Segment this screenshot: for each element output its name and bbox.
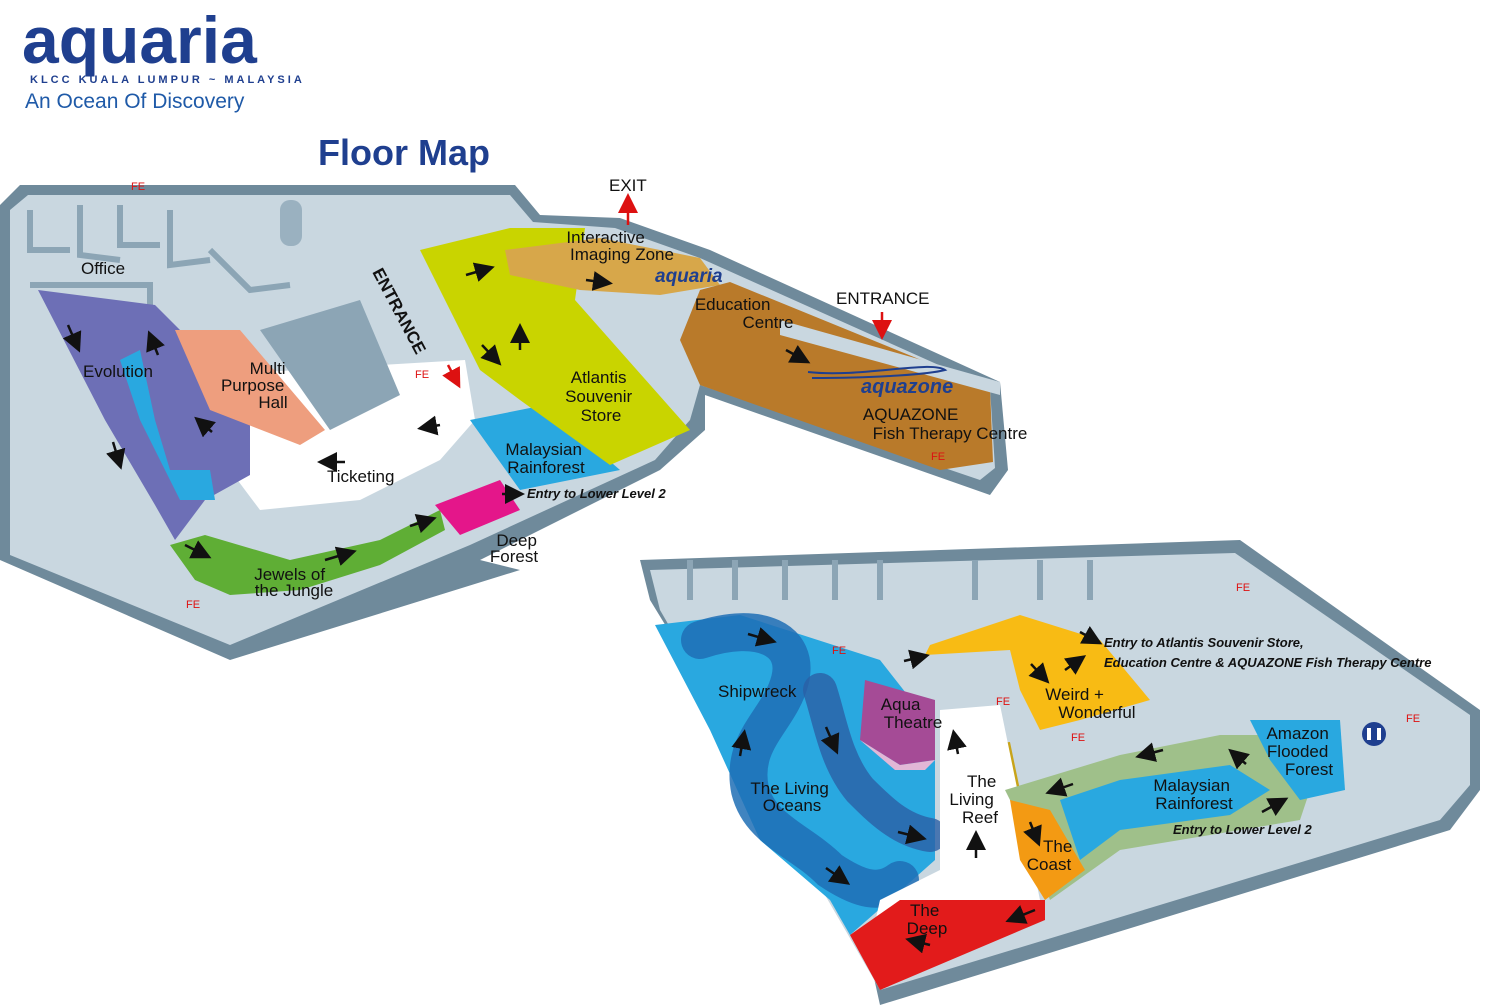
lower-corridor xyxy=(870,705,1040,945)
label-jewels-of-the-jungle: Jewels of the Jungle xyxy=(254,565,333,600)
arrow-icon xyxy=(897,824,927,845)
logo-text: aquaria xyxy=(22,3,258,77)
arrow-icon xyxy=(1079,625,1103,645)
logo-subline: KLCC KUALA LUMPUR ~ MALAYSIA xyxy=(30,74,305,86)
arrow-icon xyxy=(1135,742,1164,762)
label-entry-lower-level-upper: Entry to Lower Level 2 xyxy=(527,486,666,501)
aquazone-swoosh-icon xyxy=(807,365,948,379)
zone-aqua-theatre xyxy=(860,680,935,765)
arrow-icon xyxy=(324,546,357,566)
label-entry-atlantis-education-aquazone: Entry to Atlantis Souvenir Store, Educat… xyxy=(1104,635,1431,670)
arrow-icon xyxy=(409,514,437,534)
label-deep-forest: Deep Forest xyxy=(490,531,542,566)
label-ticketing: Ticketing xyxy=(327,467,394,486)
label-entrance-right: ENTRANCE xyxy=(836,289,930,308)
logo: aquaria KLCC KUALA LUMPUR ~ MALAYSIA An … xyxy=(22,3,305,113)
label-the-living-oceans: The Living Oceans xyxy=(750,779,833,815)
arrow-icon xyxy=(1228,748,1250,770)
aquazone-logo: aquazone xyxy=(861,376,953,398)
label-amazon-flooded-forest: Amazon Flooded Forest xyxy=(1266,724,1333,779)
zone-the-deep xyxy=(850,900,1045,990)
zone-deep-forest xyxy=(435,480,520,535)
zone-interactive-imaging xyxy=(505,238,720,295)
arrow-icon xyxy=(417,415,441,436)
label-weird-wonderful: Weird + Wonderful xyxy=(1045,685,1135,722)
zone-amazon-flooded-forest xyxy=(1250,720,1345,800)
zone-atlantis-souvenir-store xyxy=(420,228,690,465)
label-the-coast: The Coast xyxy=(1027,837,1077,874)
fe-marker: FE xyxy=(131,181,145,193)
label-office: Office xyxy=(81,259,125,278)
label-exit: EXIT xyxy=(609,176,647,195)
round-tower xyxy=(280,200,302,246)
tagline: An Ocean Of Discovery xyxy=(25,90,245,113)
arrow-icon xyxy=(1005,905,1036,924)
arrow-icon xyxy=(820,726,840,755)
label-the-living-reef: The Living Reef xyxy=(949,772,1001,827)
arrow-icon xyxy=(1028,662,1050,684)
fe-marker: FE xyxy=(186,599,200,611)
shipwreck-tunnel-2 xyxy=(803,673,947,852)
arrow-icon xyxy=(785,345,811,364)
arrow-icon xyxy=(184,540,212,559)
fe-marker: FE xyxy=(415,369,429,381)
label-education-centre: Education Centre xyxy=(695,295,794,332)
aquaria-small-logo: aquaria xyxy=(655,266,723,287)
label-shipwreck: Shipwreck xyxy=(718,682,797,701)
fe-marker: FE xyxy=(1236,582,1250,594)
arrow-icon xyxy=(747,627,777,647)
arrow-icon xyxy=(465,262,495,282)
aquazone-strip-floor xyxy=(780,320,1000,395)
arrow-icon xyxy=(947,729,967,755)
label-entry-lower-level-lower: Entry to Lower Level 2 xyxy=(1173,822,1312,837)
label-interactive-imaging-zone: Interactive Imaging Zone xyxy=(566,228,674,264)
aqua-theatre-front xyxy=(860,740,935,770)
fe-marker: FE xyxy=(1071,732,1085,744)
stair-hall xyxy=(260,300,400,430)
arrow-icon xyxy=(903,649,930,670)
arrow-icon xyxy=(905,933,931,954)
restroom-icon xyxy=(1362,722,1386,746)
arrow-icon xyxy=(62,324,82,353)
label-malaysian-rainforest-lower: Malaysian Rainforest xyxy=(1153,776,1234,813)
arrow-icon xyxy=(1045,777,1074,797)
flow-arrows xyxy=(62,193,1289,954)
lower-labels: Shipwreck The Living Oceans Aqua Theatre… xyxy=(718,582,1431,938)
arrow-icon xyxy=(106,441,126,470)
arrow-icon xyxy=(1063,655,1087,675)
arrow-icon xyxy=(194,416,216,438)
label-aqua-theatre: Aqua Theatre xyxy=(881,695,943,732)
zone-multi-purpose-hall xyxy=(175,330,325,445)
label-malaysian-rainforest-upper: Malaysian Rainforest xyxy=(505,440,586,477)
upper-level xyxy=(0,185,1008,660)
arrow-icon xyxy=(585,271,613,291)
evolution-tank xyxy=(120,350,215,500)
entrance-arrow-icon xyxy=(442,364,461,389)
label-atlantis-souvenir-store: Atlantis Souvenir Store xyxy=(565,368,637,425)
fe-marker: FE xyxy=(832,645,846,657)
arrow-icon xyxy=(1023,821,1042,847)
lower-level xyxy=(640,540,1480,1005)
lower-rainforest-water xyxy=(1060,765,1270,860)
label-the-deep: The Deep xyxy=(907,901,948,938)
fe-marker: FE xyxy=(1406,713,1420,725)
fe-marker: FE xyxy=(931,451,945,463)
zone-education-aquazone xyxy=(680,282,993,470)
page-title: Floor Map xyxy=(318,132,490,173)
label-aquazone-fish-therapy: AQUAZONE Fish Therapy Centre xyxy=(863,405,1027,443)
label-multi-purpose-hall: Multi Purpose Hall xyxy=(221,359,290,412)
arrow-icon xyxy=(480,344,502,366)
fe-marker: FE xyxy=(996,696,1010,708)
arrow-icon xyxy=(731,729,752,757)
zone-jewels-of-the-jungle xyxy=(170,510,445,595)
arrow-icon xyxy=(1261,797,1289,816)
arrow-icon xyxy=(825,865,851,885)
arrow-icon xyxy=(146,330,165,356)
zone-malaysian-rainforest-upper xyxy=(470,405,620,490)
label-evolution: Evolution xyxy=(83,362,153,381)
